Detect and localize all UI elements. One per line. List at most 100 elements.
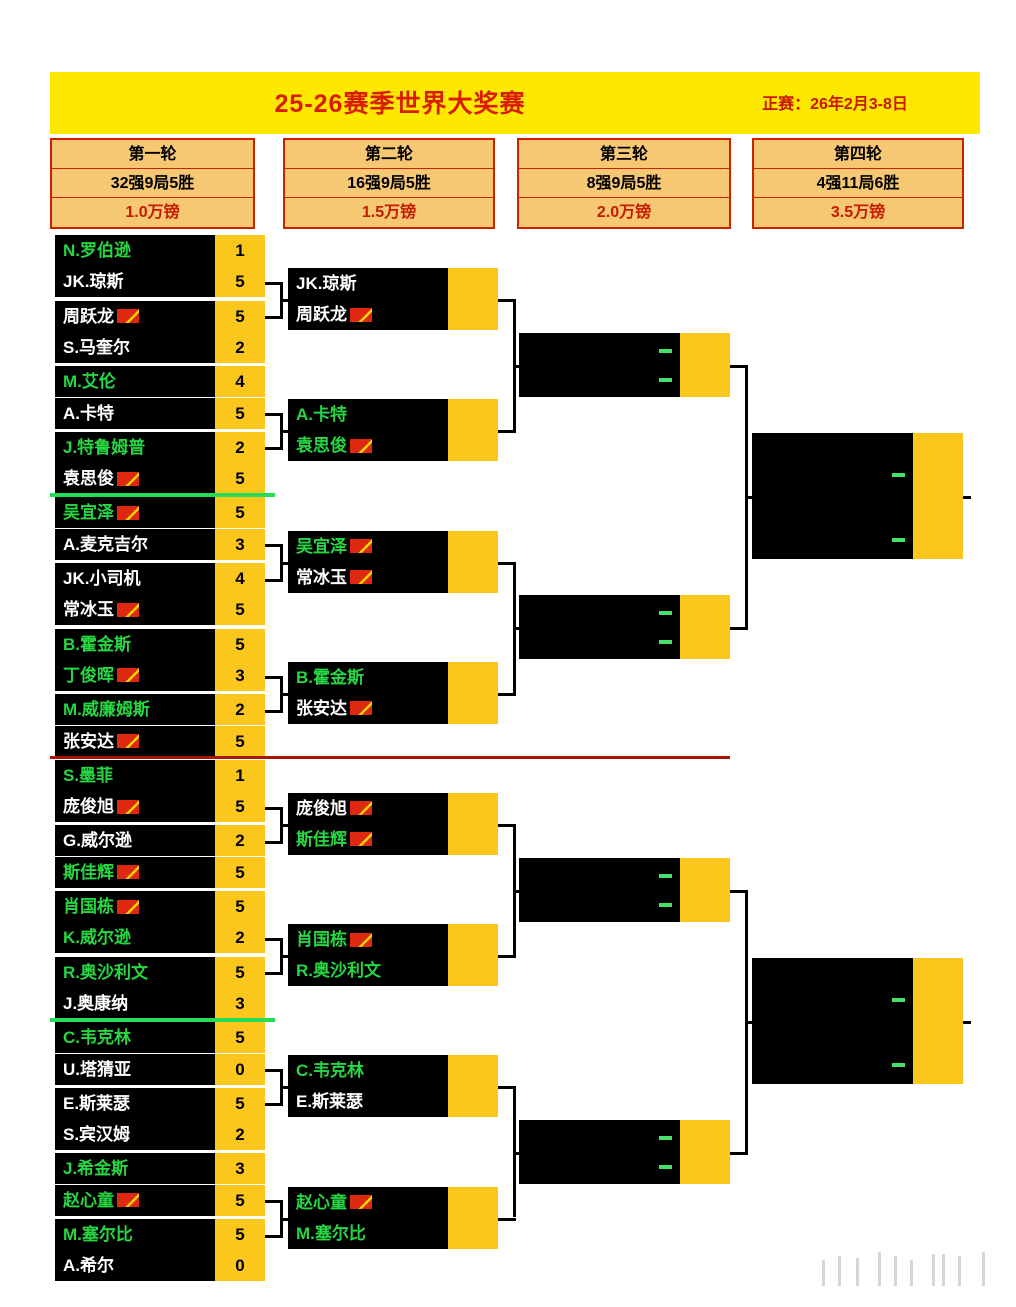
round2-names: JK.琼斯周跃龙: [288, 268, 448, 331]
round4-slot-bottom-dash: [892, 1062, 905, 1067]
connector-h: [745, 495, 755, 499]
player-name: JK.小司机: [55, 563, 215, 594]
round2-prize-block: [448, 268, 498, 331]
connector-h: [498, 561, 516, 565]
round3-match[interactable]: [519, 332, 730, 397]
round3-prize-block: [680, 332, 730, 397]
connector-h: [265, 281, 283, 285]
connector-h: [513, 364, 521, 368]
round3-match[interactable]: [519, 857, 730, 922]
player-name: JK.琼斯: [55, 266, 215, 298]
player-name: 周跃龙: [55, 300, 215, 332]
quarter-divider: [50, 493, 275, 498]
round3-slot-bottom-dash: [659, 640, 672, 645]
connector-h: [265, 544, 283, 548]
player-score: 2: [215, 1119, 265, 1151]
page-title: 25-26赛季世界大奖赛: [274, 90, 526, 118]
round2-match[interactable]: B.霍金斯张安达: [288, 661, 498, 724]
connector-h: [265, 675, 283, 679]
player-score: 5: [215, 791, 265, 823]
tournament-date: 正赛：26年2月3-8日: [762, 96, 908, 113]
round3-prize-block: [680, 595, 730, 660]
player-score: 2: [215, 694, 265, 726]
round2-match[interactable]: 吴宜泽常冰玉: [288, 530, 498, 593]
player-score: 5: [215, 497, 265, 529]
connector-h: [730, 364, 748, 368]
half-divider: [50, 755, 730, 759]
round-2-prize: 1.5万镑: [361, 204, 417, 221]
round2-match[interactable]: A.卡特袁思俊: [288, 399, 498, 462]
round4-match[interactable]: [752, 957, 963, 1084]
player-score: 2: [215, 431, 265, 463]
connector-h: [280, 561, 290, 565]
round-1-prize: 1.0万镑: [125, 204, 180, 221]
connector-h: [745, 1020, 755, 1024]
connector-h: [730, 1151, 748, 1155]
round3-match[interactable]: [519, 595, 730, 660]
player-score: 2: [215, 331, 265, 363]
player-name: S.宾汉姆: [55, 1119, 215, 1151]
player-score: 5: [215, 856, 265, 888]
player-score: 5: [215, 725, 265, 757]
round4-match[interactable]: [752, 432, 963, 559]
player-score: 5: [215, 956, 265, 988]
round3-match[interactable]: [519, 1119, 730, 1184]
connector-h: [513, 1151, 521, 1155]
match-separator: [55, 822, 265, 826]
round4-names: [752, 432, 913, 559]
player-name: G.威尔逊: [55, 825, 215, 857]
round2-prize-block: [448, 661, 498, 724]
connector-h: [730, 889, 748, 893]
player-score: 5: [215, 300, 265, 332]
round2-match[interactable]: JK.琼斯周跃龙: [288, 268, 498, 331]
title-banner: 25-26赛季世界大奖赛 正赛：26年2月3-8日: [50, 72, 980, 134]
player-name: 丁俊晖: [55, 659, 215, 691]
player-name: 袁思俊: [55, 463, 215, 495]
watermark-stroke: [932, 1254, 935, 1286]
player-name: E.斯莱瑟: [55, 1087, 215, 1119]
player-score: 5: [215, 1022, 265, 1054]
connector-v: [280, 413, 283, 448]
player-score: 3: [215, 659, 265, 691]
round2-match[interactable]: 庞俊旭斯佳辉: [288, 792, 498, 855]
china-flag-icon: [350, 832, 372, 847]
connector-h: [265, 1234, 283, 1238]
connector-h: [730, 627, 748, 631]
